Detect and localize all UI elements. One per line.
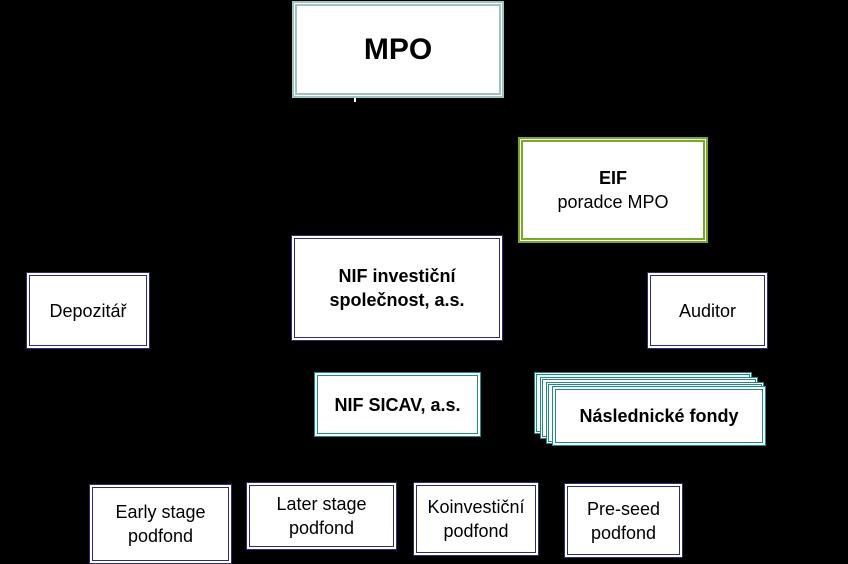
node-eif: EIF poradce MPO [518, 137, 708, 243]
node-mpo-label: MPO [363, 32, 433, 66]
node-naslednicke-fondy: Následnické fondy [552, 386, 766, 446]
node-preseed-line1: Pre-seed [586, 498, 661, 519]
node-koinvest-line2: podfond [443, 521, 509, 541]
node-eif-title: EIF [598, 168, 627, 188]
node-later-line1: Later stage [276, 494, 367, 514]
node-eif-subtitle: poradce MPO [557, 192, 669, 212]
node-later-stage-podfond: Later stage podfond [246, 482, 397, 550]
node-auditor-label: Auditor [678, 300, 737, 321]
node-later-line2: podfond [288, 518, 355, 538]
mpo-connector-tick [354, 96, 356, 102]
node-auditor: Auditor [647, 272, 768, 349]
node-mpo: MPO [292, 1, 504, 98]
node-depozitar: Depozitář [26, 272, 150, 349]
node-nif-sicav: NIF SICAV, a.s. [314, 372, 481, 437]
node-early-line2: podfond [127, 526, 194, 546]
node-nif-investicni-spolecnost: NIF investiční společnost, a.s. [291, 235, 503, 341]
node-nif-is-line1: NIF investiční [338, 266, 456, 286]
node-early-line1: Early stage [115, 502, 206, 522]
node-pre-seed-podfond: Pre-seed podfond [564, 483, 683, 558]
node-nif-is-line2: společnost, a.s. [329, 290, 465, 310]
node-nif-sicav-label: NIF SICAV, a.s. [334, 394, 461, 415]
node-early-stage-podfond: Early stage podfond [89, 484, 232, 564]
node-preseed-line2: podfond [590, 522, 657, 543]
node-naslednicke-label: Následnické fondy [579, 406, 739, 426]
node-depozitar-label: Depozitář [49, 300, 127, 321]
node-koinvesticni-podfond: Koinvestiční podfond [413, 482, 539, 556]
node-koinvest-line1: Koinvestiční [427, 497, 525, 517]
